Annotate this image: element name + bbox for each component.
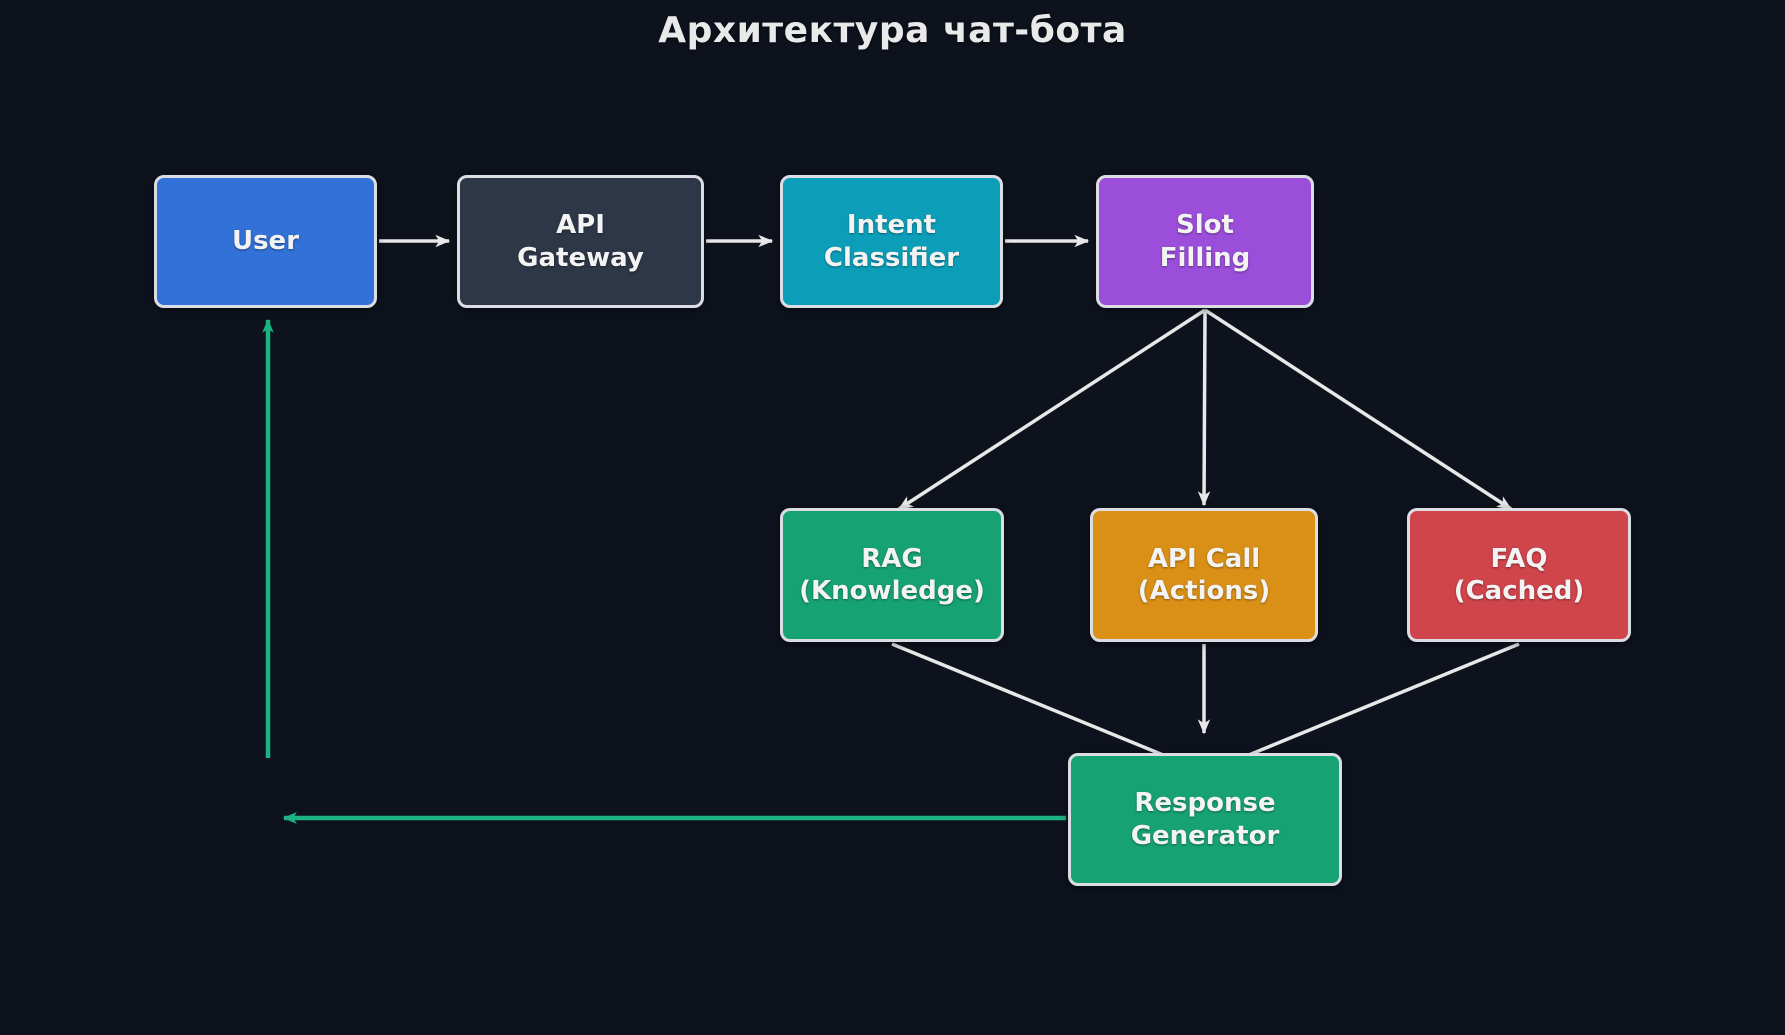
node-api-gateway: API Gateway — [457, 175, 704, 308]
arrow-slot-filling-to-rag — [897, 308, 1206, 511]
node-faq-cached-label: FAQ (Cached) — [1453, 543, 1585, 607]
diagram-title: Архитектура чат-бота — [658, 10, 1127, 51]
node-api-gateway-label: API Gateway — [517, 210, 644, 273]
node-slot-filling: Slot Filling — [1096, 175, 1314, 308]
node-intent-classifier-label: Intent Classifier — [823, 210, 960, 273]
node-slot-filling-label: Slot Filling — [1159, 210, 1251, 273]
node-response-generator-label: Response Generator — [1130, 788, 1280, 851]
arrow-slot-filling-to-faq — [1204, 308, 1513, 511]
node-rag-knowledge-label: RAG (Knowledge) — [799, 543, 985, 607]
node-response-generator: Response Generator — [1068, 753, 1342, 886]
node-user: User — [154, 175, 377, 308]
node-rag-knowledge: RAG (Knowledge) — [780, 508, 1004, 642]
arrow-rag-to-response-generator — [891, 642, 1192, 768]
node-faq-cached: FAQ (Cached) — [1407, 508, 1631, 642]
node-api-call-actions-label: API Call (Actions) — [1137, 543, 1271, 607]
node-intent-classifier: Intent Classifier — [780, 175, 1003, 308]
arrow-faq-to-response-generator — [1220, 642, 1520, 768]
node-api-call-actions: API Call (Actions) — [1090, 508, 1318, 642]
arrow-slot-filling-to-api-call — [1197, 309, 1211, 507]
node-user-label: User — [231, 226, 300, 257]
